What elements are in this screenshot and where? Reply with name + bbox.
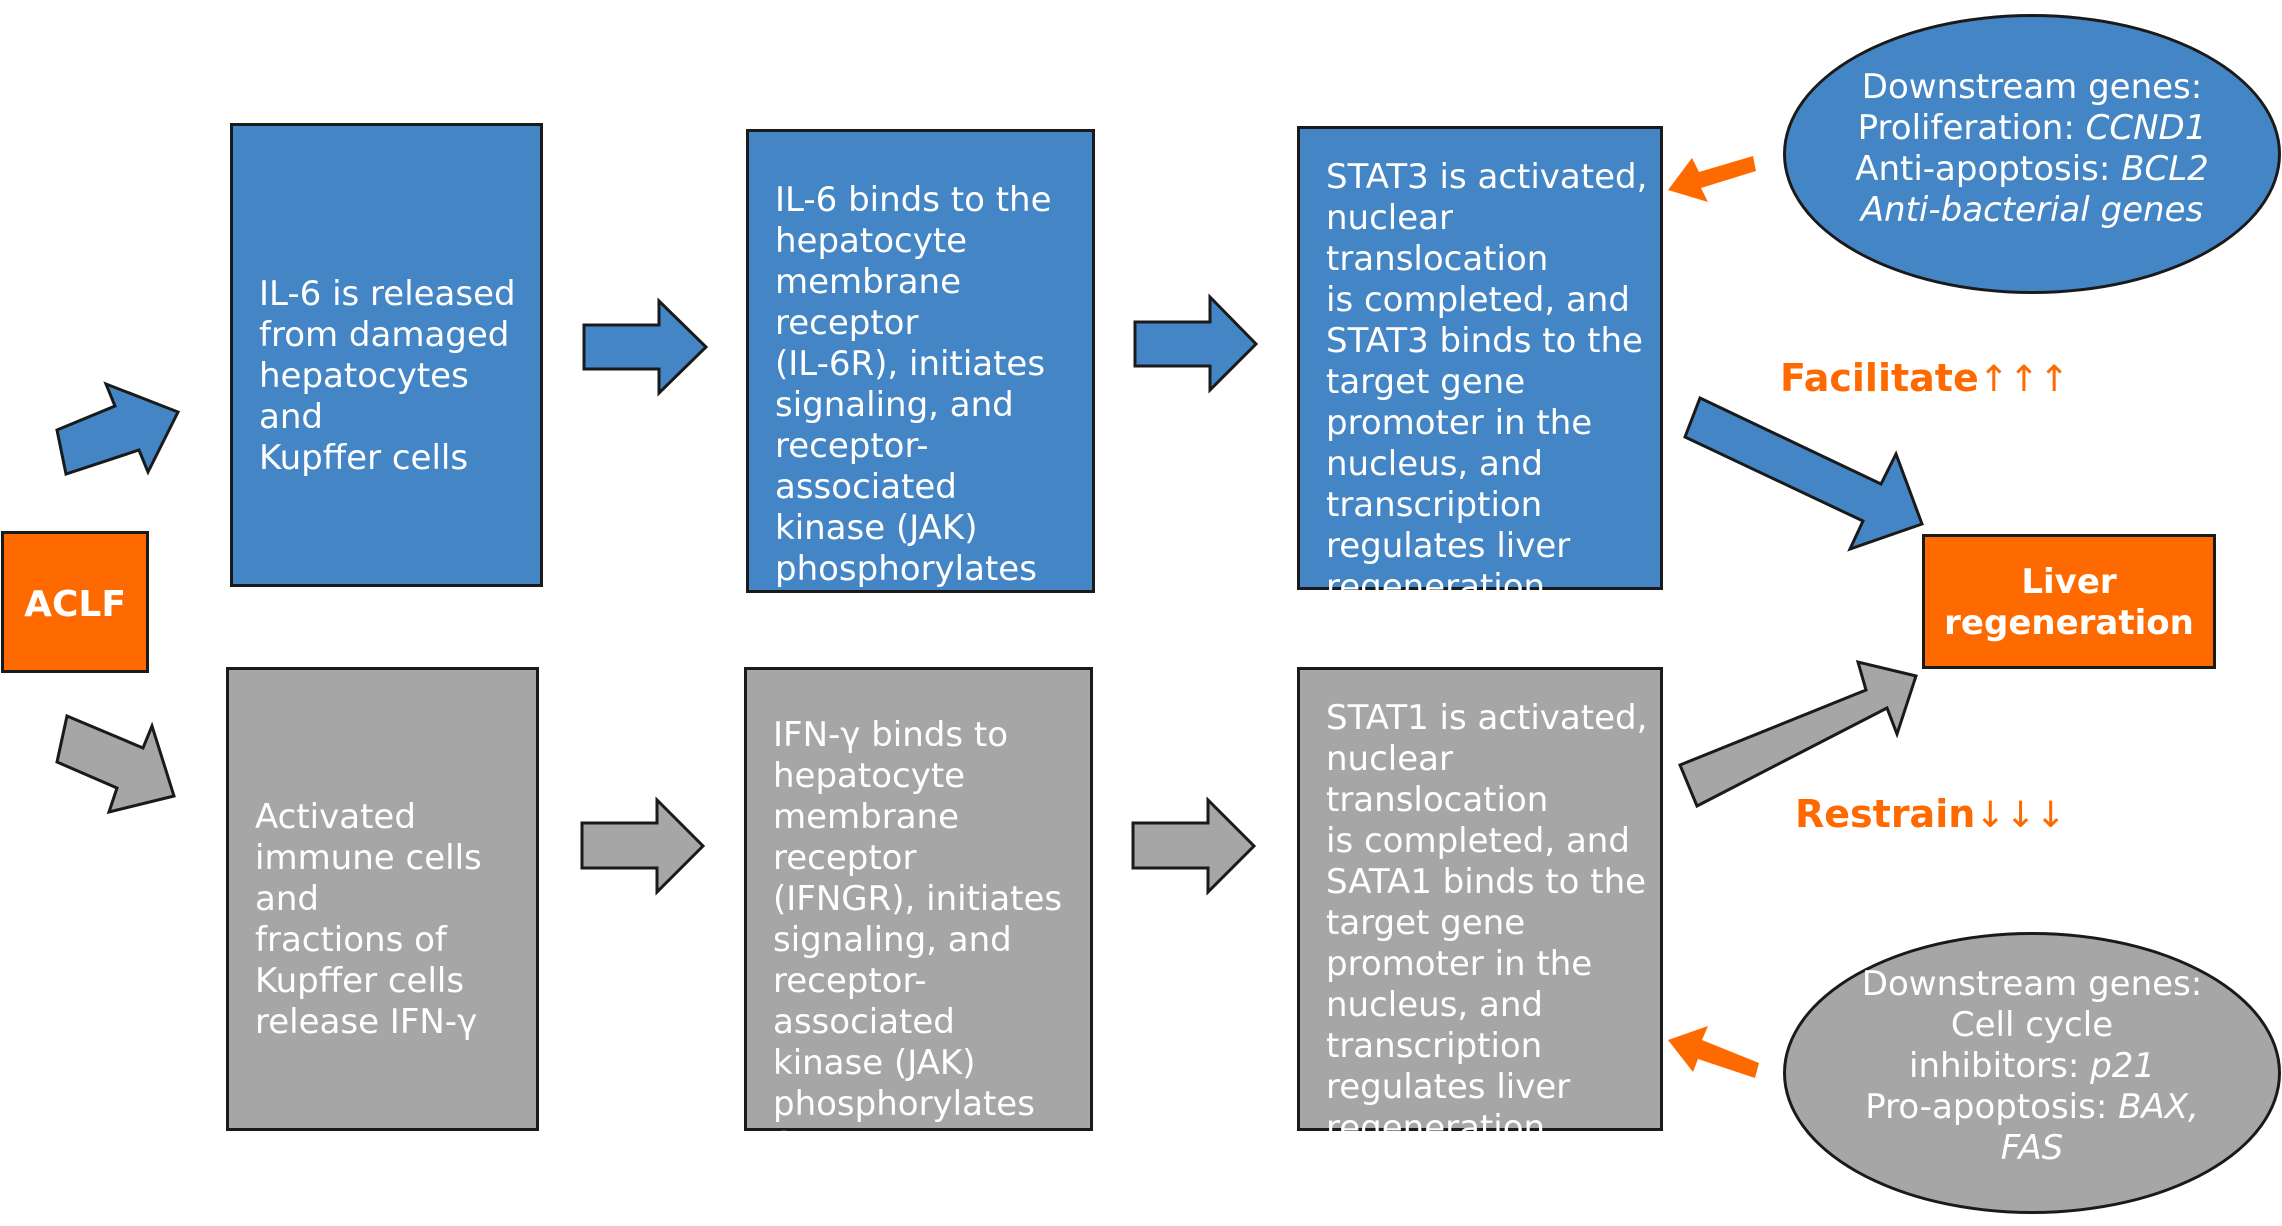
stat1-genes-line2: inhibitors: p21 xyxy=(1909,1046,2155,1086)
gene-ccnd1: CCND1 xyxy=(2085,108,2207,148)
facilitate-label: Facilitate↑↑↑ xyxy=(1780,356,2069,400)
liver-regeneration-node: Liver regeneration xyxy=(1922,534,2216,669)
gene-bcl2: BCL2 xyxy=(2121,149,2209,189)
restrain-label: Restrain↓↓↓ xyxy=(1795,792,2066,836)
aclf-node: ACLF xyxy=(1,531,149,673)
ifng-binding-text: IFN-γ binds to hepatocyte membrane recep… xyxy=(773,715,1063,1165)
immune-cells-text: Activated immune cells and fractions of … xyxy=(255,797,482,1042)
arrow-top-genes-to-stat3 xyxy=(1668,156,1756,202)
arrow-bottom-genes-to-stat1 xyxy=(1668,1026,1759,1078)
stat3-activation-text: STAT3 is activated, nuclear translocatio… xyxy=(1326,157,1648,607)
arrow-stat3-to-liver xyxy=(1683,395,1924,552)
stat3-genes-line3: Anti-bacterial genes xyxy=(1786,190,2278,231)
il6-release-text: IL-6 is released from damaged hepatocyte… xyxy=(259,274,516,478)
immune-cells-box: Activated immune cells and fractions of … xyxy=(226,667,539,1131)
gene-bax: BAX, xyxy=(2118,1087,2199,1127)
stat3-downstream-genes-ellipse: Downstream genes: Proliferation: CCND1 A… xyxy=(1783,14,2281,294)
arrow-aclf-to-immune xyxy=(55,713,176,815)
arrow-bottom-2-3 xyxy=(1131,796,1257,896)
stat3-activation-box: STAT3 is activated, nuclear translocatio… xyxy=(1297,126,1663,607)
gene-anti-bacterial: Anti-bacterial genes xyxy=(1860,190,2204,230)
stat3-genes-line1: Proliferation: CCND1 xyxy=(1857,108,2207,148)
il6-binding-text: IL-6 binds to the hepatocyte membrane re… xyxy=(775,180,1052,630)
arrow-stat1-to-liver xyxy=(1678,659,1918,809)
ifng-binding-box: IFN-γ binds to hepatocyte membrane recep… xyxy=(744,667,1093,1165)
stat1-genes-line3: Pro-apoptosis: BAX, xyxy=(1865,1087,2199,1127)
arrow-aclf-to-il6 xyxy=(55,381,181,476)
stat1-genes-line4: FAS xyxy=(1786,1128,2278,1169)
arrow-bottom-1-2 xyxy=(580,796,706,896)
restrain-down-arrows: ↓↓↓ xyxy=(1975,795,2066,836)
arrow-top-2-3 xyxy=(1133,293,1259,394)
il6-binding-box: IL-6 binds to the hepatocyte membrane re… xyxy=(746,129,1095,630)
arrow-top-1-2 xyxy=(582,297,709,397)
stat1-activation-text: STAT1 is activated, nuclear translocatio… xyxy=(1326,698,1648,1148)
stat3-genes-line2: Anti-apoptosis: BCL2 xyxy=(1855,149,2209,189)
gene-fas: FAS xyxy=(2000,1128,2064,1168)
gene-p21: p21 xyxy=(2090,1046,2155,1086)
il6-release-box: IL-6 is released from damaged hepatocyte… xyxy=(230,123,543,587)
restrain-text: Restrain xyxy=(1795,792,1976,836)
aclf-label: ACLF xyxy=(24,584,126,625)
liver-regeneration-line2: regeneration xyxy=(1944,603,2194,643)
stat1-genes-line1: Cell cycle xyxy=(1950,1005,2114,1045)
liver-regeneration-line1: Liver xyxy=(2021,562,2117,602)
stat3-genes-heading: Downstream genes: xyxy=(1861,67,2203,107)
stat1-genes-heading: Downstream genes: xyxy=(1861,964,2203,1004)
facilitate-text: Facilitate xyxy=(1780,356,1979,400)
stat1-downstream-genes-ellipse: Downstream genes: Cell cycle inhibitors:… xyxy=(1783,932,2281,1214)
stat1-activation-box: STAT1 is activated, nuclear translocatio… xyxy=(1297,667,1663,1148)
facilitate-up-arrows: ↑↑↑ xyxy=(1978,359,2070,400)
